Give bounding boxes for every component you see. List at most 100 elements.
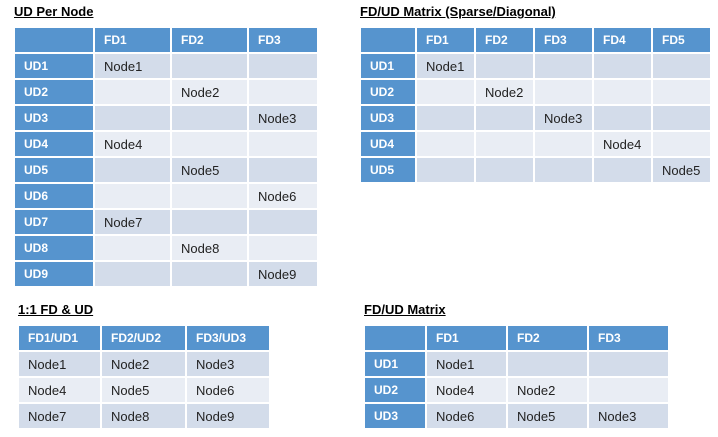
row-label-cell: UD7: [15, 210, 93, 234]
empty-cell: [476, 158, 533, 182]
empty-cell: [95, 236, 170, 260]
empty-cell: [589, 378, 668, 402]
corner-cell: [365, 326, 425, 350]
data-cell: Node6: [187, 378, 269, 402]
data-cell: Node1: [417, 54, 474, 78]
empty-cell: [172, 210, 247, 234]
empty-cell: [249, 158, 317, 182]
table-title-one-to-one-fd-and-ud: 1:1 FD & UD: [18, 302, 94, 317]
empty-cell: [594, 80, 651, 104]
column-header-cell: FD3: [535, 28, 592, 52]
empty-cell: [508, 352, 587, 376]
row-label-cell: UD6: [15, 184, 93, 208]
empty-cell: [172, 132, 247, 156]
data-cell: Node7: [19, 404, 100, 428]
data-cell: Node3: [249, 106, 317, 130]
empty-cell: [653, 132, 710, 156]
data-cell: Node2: [172, 80, 247, 104]
table-row: UD8 Node8: [15, 236, 317, 260]
data-cell: Node5: [102, 378, 185, 402]
data-cell: Node7: [95, 210, 170, 234]
table-row: UD5 Node5: [15, 158, 317, 182]
data-cell: Node3: [589, 404, 668, 428]
empty-cell: [249, 132, 317, 156]
row-label-cell: UD4: [361, 132, 415, 156]
row-label-cell: UD1: [365, 352, 425, 376]
row-label-cell: UD3: [365, 404, 425, 428]
empty-cell: [476, 132, 533, 156]
row-label-cell: UD8: [15, 236, 93, 260]
data-cell: Node6: [427, 404, 506, 428]
empty-cell: [594, 106, 651, 130]
empty-cell: [535, 54, 592, 78]
data-cell: Node1: [95, 54, 170, 78]
empty-cell: [535, 80, 592, 104]
corner-cell: [361, 28, 415, 52]
row-label-cell: UD5: [15, 158, 93, 182]
data-cell: Node5: [172, 158, 247, 182]
empty-cell: [476, 54, 533, 78]
empty-cell: [95, 184, 170, 208]
data-cell: Node3: [187, 352, 269, 376]
empty-cell: [653, 54, 710, 78]
data-cell: Node2: [102, 352, 185, 376]
data-cell: Node4: [95, 132, 170, 156]
column-header-cell: FD1: [427, 326, 506, 350]
empty-cell: [95, 262, 170, 286]
data-cell: Node9: [249, 262, 317, 286]
data-cell: Node4: [427, 378, 506, 402]
empty-cell: [476, 106, 533, 130]
row-label-cell: UD2: [15, 80, 93, 104]
column-header-cell: FD3: [249, 28, 317, 52]
empty-cell: [172, 54, 247, 78]
column-header-cell: FD3: [589, 326, 668, 350]
data-cell: Node9: [187, 404, 269, 428]
empty-cell: [95, 158, 170, 182]
data-cell: Node3: [535, 106, 592, 130]
empty-cell: [653, 80, 710, 104]
data-cell: Node4: [19, 378, 100, 402]
column-header-cell: FD4: [594, 28, 651, 52]
row-label-cell: UD1: [361, 54, 415, 78]
empty-cell: [417, 158, 474, 182]
data-cell: Node5: [508, 404, 587, 428]
row-label-cell: UD2: [361, 80, 415, 104]
table-title-fd-ud-matrix: FD/UD Matrix: [364, 302, 446, 317]
empty-cell: [594, 54, 651, 78]
data-cell: Node6: [249, 184, 317, 208]
column-header-cell: FD1: [95, 28, 170, 52]
data-cell: Node8: [102, 404, 185, 428]
table-title-ud-per-node: UD Per Node: [14, 4, 94, 19]
corner-cell: [15, 28, 93, 52]
data-cell: Node2: [508, 378, 587, 402]
row-label-cell: UD2: [365, 378, 425, 402]
column-header-cell: FD2: [508, 326, 587, 350]
data-cell: Node8: [172, 236, 247, 260]
